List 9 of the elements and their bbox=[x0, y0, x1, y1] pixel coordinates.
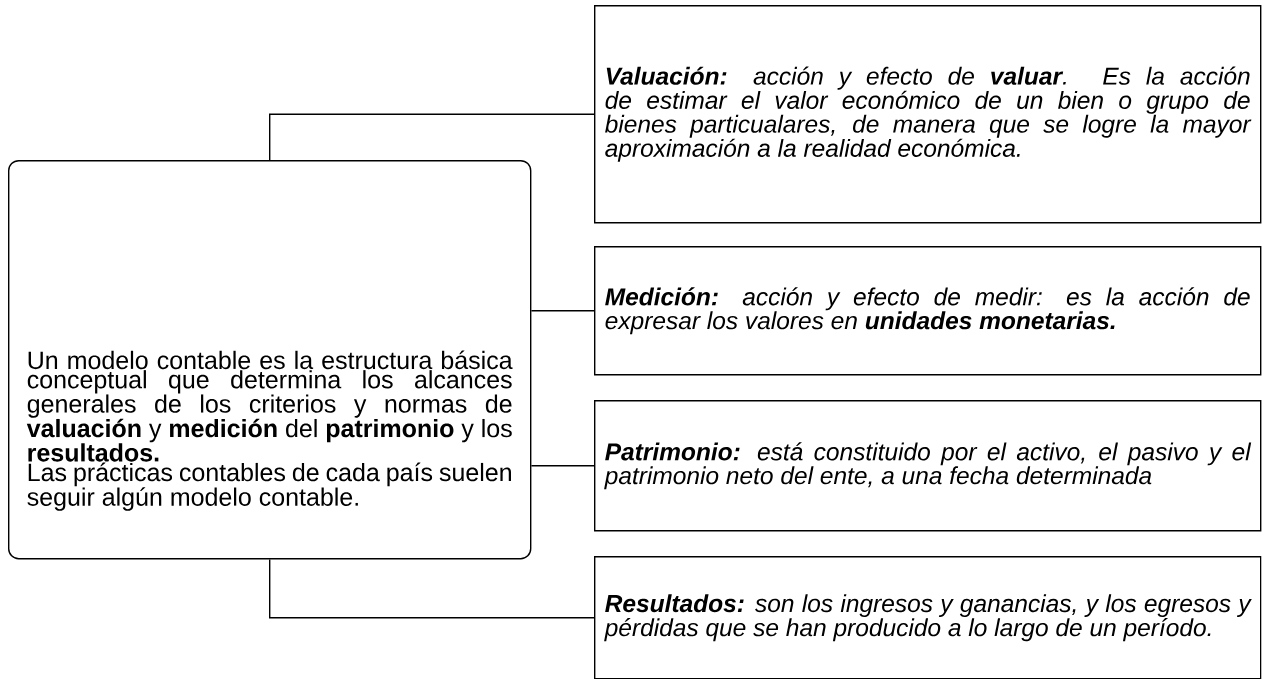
connector-line bbox=[269, 113, 595, 161]
definition-box: Medición: acción y efecto de medir: es la acción de expresar los valores en unidades monetarias. bbox=[594, 246, 1262, 376]
concept-box: Un modelo contable es la estructura básica conceptual que determina los alcances generales de los criterios y normas de valuación y medición del patrimonio y los resultados. Las prácticas contables de cada país suelen seguir algún modelo contable. bbox=[8, 160, 532, 560]
definition-box: Valuación: acción y efecto de valuar. Es la acción de estimar el valor económico de un bien o grupo de bienes particualares, de manera que se logre la mayor aproximación a la realidad económica. bbox=[594, 5, 1262, 224]
connector-line bbox=[269, 558, 595, 619]
connector-line bbox=[530, 465, 595, 467]
definition-box: Resultados: son los ingresos y ganancias, y los egresos y pérdidas que se han producido a lo largo de un período. bbox=[594, 556, 1262, 679]
connector-line bbox=[530, 310, 595, 312]
definition-box: Patrimonio: está constituido por el activo, el pasivo y el patrimonio neto del ente, a una fecha determinada bbox=[594, 400, 1262, 532]
